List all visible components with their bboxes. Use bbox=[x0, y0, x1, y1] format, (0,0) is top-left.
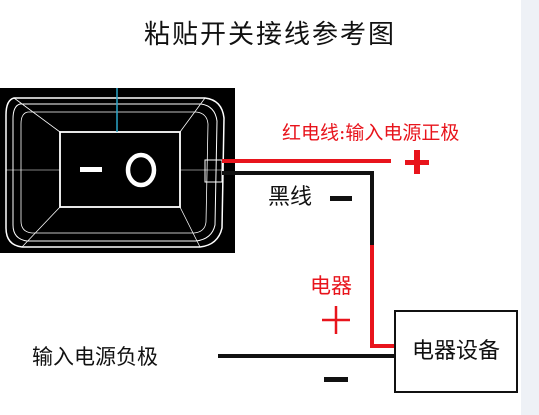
device-box-label: 电器设备 bbox=[412, 339, 500, 364]
bezel-line-br bbox=[179, 206, 201, 248]
switch-on-symbol bbox=[125, 152, 157, 188]
appliance-label: 电器 bbox=[310, 274, 352, 298]
red-wire-label: 红电线:输入电源正极 bbox=[282, 122, 459, 144]
right-edge-strip bbox=[521, 0, 539, 415]
device-box bbox=[394, 310, 518, 393]
red-appliance-wire bbox=[370, 245, 395, 348]
bezel-line-tr bbox=[179, 97, 206, 133]
rocker-switch-icon bbox=[0, 88, 235, 253]
bezel-line-tl bbox=[13, 97, 61, 133]
bezel-line-bl bbox=[21, 206, 61, 248]
black-minus-sign bbox=[330, 196, 352, 201]
switch-inner-bezel bbox=[12, 103, 218, 242]
black-wire-label: 黑线 bbox=[268, 185, 312, 210]
black-wire bbox=[222, 171, 374, 247]
switch-bezel-ring bbox=[20, 111, 209, 234]
switch-off-symbol bbox=[80, 167, 102, 172]
diagram-title: 粘贴开关接线参考图 bbox=[144, 20, 396, 50]
input-negative-label: 输入电源负极 bbox=[32, 345, 158, 369]
bottom-minus-sign bbox=[324, 377, 348, 382]
red-plus-sign-vertical bbox=[414, 150, 420, 174]
switch-rocker-face bbox=[59, 131, 181, 208]
